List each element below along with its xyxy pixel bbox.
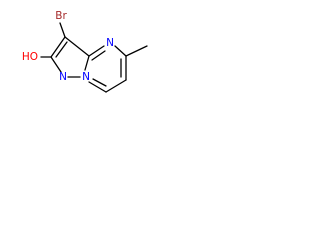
bond-n4-c5 — [114, 45, 127, 57]
bond-c2-n1 — [50, 56, 62, 73]
bond-c3-c2 — [50, 36, 66, 58]
pyrazolopyrimidine-structure-diagram: Br N N N HO — [22, 10, 148, 93]
bond-c3-c2-double — [55, 41, 68, 58]
bond-c3a-n4 — [88, 45, 105, 57]
bond-c3a-c3 — [64, 36, 90, 57]
bond-c7-nbridge-double — [92, 78, 107, 87]
atom-label-layer: Br N N N HO — [22, 10, 114, 83]
bond-c7-nbridge — [88, 81, 107, 93]
atom-label-n-ring: N — [106, 37, 114, 49]
bond-c3a-n4-double — [91, 50, 106, 61]
atom-label-br: Br — [55, 10, 67, 22]
bond-c6-c7 — [105, 79, 127, 93]
atom-label-n-bridge: N — [82, 71, 90, 83]
bond-c5-methyl — [125, 45, 148, 57]
bond-layer — [40, 22, 148, 93]
bond-nbridge-c3a — [84, 55, 90, 71]
atom-label-ho: HO — [22, 51, 38, 63]
atom-label-n-pyrazole: N — [59, 71, 67, 83]
bond-c3-br — [59, 22, 66, 38]
